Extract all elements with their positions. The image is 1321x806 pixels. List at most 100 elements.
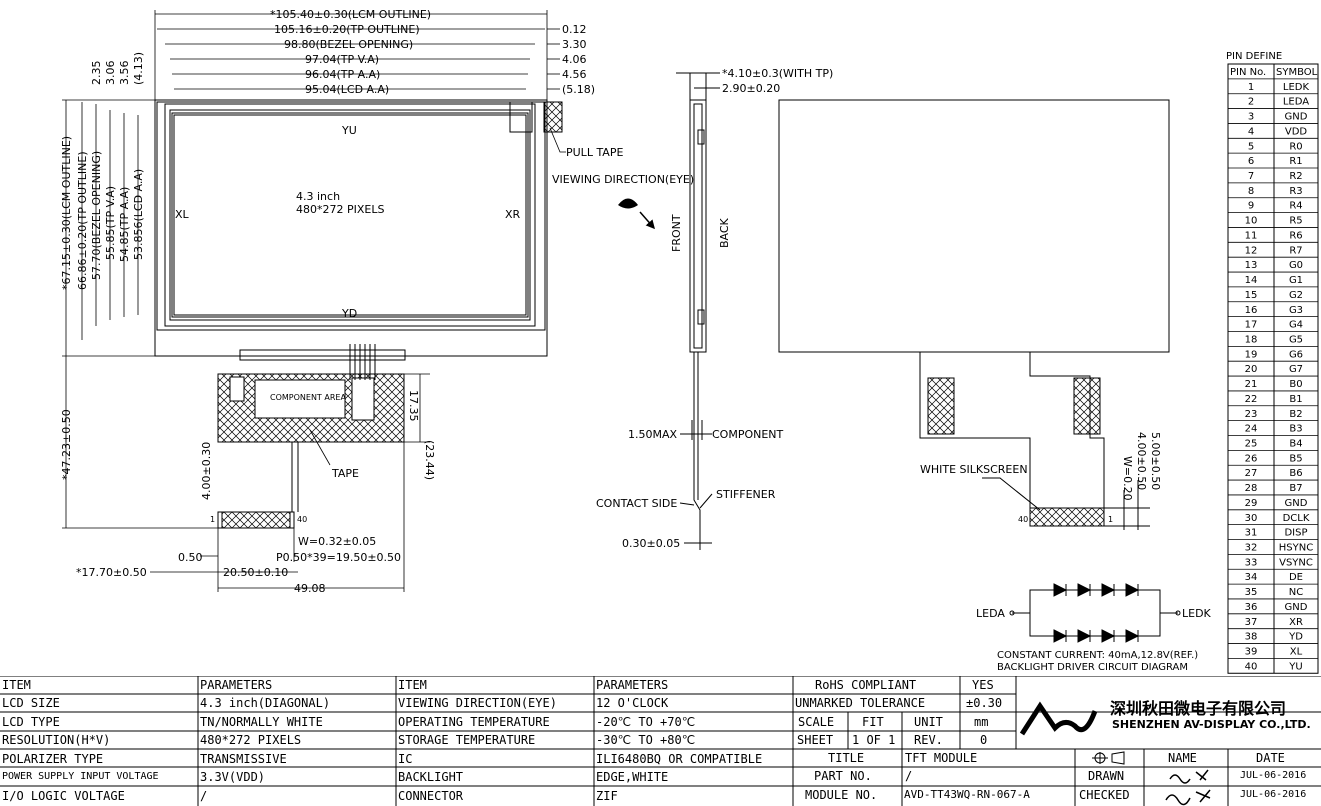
projection-symbol-icon xyxy=(1092,751,1125,765)
pin-number: 33 xyxy=(1245,557,1258,568)
dim-h1735: 17.35 xyxy=(407,390,420,422)
rear-w020: W=0.20 xyxy=(1121,456,1134,501)
pin-number: 14 xyxy=(1245,275,1258,286)
spec-item: LCD TYPE xyxy=(2,714,60,729)
scale-value: FIT xyxy=(862,715,884,729)
pin-table-border xyxy=(1227,63,1319,674)
eye-icon xyxy=(618,198,655,230)
tolerance-value: ±0.30 xyxy=(966,696,1003,710)
pin-number: 28 xyxy=(1245,483,1258,494)
pin-number: 13 xyxy=(1245,260,1258,271)
spec-item: RESOLUTION(H*V) xyxy=(2,733,111,747)
side-t2: 2.90±0.20 xyxy=(722,82,780,95)
company-cn: 深圳秋田微电子有限公司 xyxy=(1110,699,1286,718)
module-value: AVD-TT43WQ-RN-067-A xyxy=(904,788,1030,801)
pin-symbol: R5 xyxy=(1289,216,1302,227)
fpc-pin40: 40 xyxy=(297,515,307,524)
side-back: BACK xyxy=(718,217,731,248)
rear-view xyxy=(778,99,1170,530)
dim-h400: 4.00±0.30 xyxy=(200,442,213,500)
pin-symbol: B4 xyxy=(1289,439,1302,450)
left-dimensions xyxy=(62,99,218,529)
pin-symbol: B3 xyxy=(1289,424,1302,435)
pin-header-symbol: SYMBOL xyxy=(1276,67,1318,78)
fpc-w: W=0.32±0.05 xyxy=(298,535,376,548)
pin-number: 8 xyxy=(1248,186,1254,197)
pin-number: 7 xyxy=(1248,171,1254,182)
dim-v2: 66.86±0.20(TP OUTLINE) xyxy=(76,151,89,290)
front-pixels: 480*272 PIXELS xyxy=(296,203,384,216)
rear-pin1: 1 xyxy=(1108,515,1113,524)
pin-symbol: YD xyxy=(1288,632,1303,643)
circuit-caption: BACKLIGHT DRIVER CIRCUIT DIAGRAM xyxy=(997,662,1188,673)
part-value: / xyxy=(905,769,913,783)
part-label: PART NO. xyxy=(814,769,872,783)
pin-symbol: R2 xyxy=(1289,171,1302,182)
dim-t3: 3.56 xyxy=(118,61,131,86)
rear-pin40: 40 xyxy=(1018,515,1028,524)
spec-parameter: 12 O'CLOCK xyxy=(596,696,669,710)
rev-value: 0 xyxy=(980,733,988,747)
pin-number: 1 xyxy=(1248,82,1254,93)
rear-d400: 4.00±0.50 xyxy=(1135,432,1148,490)
tolerance-label: UNMARKED TOLERANCE xyxy=(795,696,926,710)
spec-item: OPERATING TEMPERATURE xyxy=(398,714,550,729)
pin-symbol: R4 xyxy=(1289,201,1302,212)
pin-symbol: G5 xyxy=(1289,334,1303,345)
spec-h4: PARAMETERS xyxy=(596,678,669,692)
spec-parameter: TRANSMISSIVE xyxy=(200,751,287,766)
pin-symbol: VDD xyxy=(1285,126,1308,137)
title-block-grid xyxy=(0,676,1321,806)
pin-symbol: R1 xyxy=(1289,156,1302,167)
spec-parameter: 480*272 PIXELS xyxy=(200,733,302,747)
pin-symbol: DCLK xyxy=(1283,513,1310,524)
circuit-ledk: LEDK xyxy=(1182,607,1212,620)
dim-v6: 53.856(LCD A.A) xyxy=(132,169,145,260)
pin-symbol: B6 xyxy=(1289,468,1302,479)
drawn-date: JUL-06-2016 xyxy=(1240,770,1307,781)
dim-t1: 2.35 xyxy=(90,61,103,86)
pin-number: 11 xyxy=(1245,230,1258,241)
module-label: MODULE NO. xyxy=(805,788,878,802)
pin-number: 16 xyxy=(1245,305,1258,316)
circuit-leda: LEDA xyxy=(976,607,1005,620)
spec-item: BACKLIGHT xyxy=(398,770,464,784)
front-yu: YU xyxy=(341,124,357,137)
spec-h2: PARAMETERS xyxy=(200,678,273,692)
pin-number: 9 xyxy=(1248,201,1254,212)
spec-parameter: TN/NORMALLY WHITE xyxy=(200,714,323,729)
dim-tp-aa: 96.04(TP A.A) xyxy=(305,68,380,81)
pin-symbol: B1 xyxy=(1289,394,1302,405)
pin-symbol: G4 xyxy=(1289,320,1303,331)
pin-symbol: R6 xyxy=(1289,230,1302,241)
spec-parameter: / xyxy=(200,788,208,803)
dim-lcm-outline: *105.40±0.30(LCM OUTLINE) xyxy=(270,8,431,21)
dim-r1: 0.12 xyxy=(562,23,587,36)
spec-item: STORAGE TEMPERATURE xyxy=(398,733,536,747)
pin-symbol: XL xyxy=(1290,647,1303,658)
front-view xyxy=(154,99,563,529)
side-view xyxy=(676,72,720,550)
pin-symbol: B7 xyxy=(1289,483,1302,494)
spec-h3: ITEM xyxy=(398,678,427,692)
rear-silk: WHITE SILKSCREEN xyxy=(920,463,1028,476)
pin-symbol: B2 xyxy=(1289,409,1302,420)
dim-lcd-aa: 95.04(LCD A.A) xyxy=(305,83,389,96)
pull-tape-label: PULL TAPE xyxy=(566,146,623,159)
dim-tp-va: 97.04(TP V.A) xyxy=(305,53,379,66)
pin-symbol: XR xyxy=(1289,617,1303,628)
pin-number: 21 xyxy=(1245,379,1258,390)
pin-number: 19 xyxy=(1245,349,1258,360)
pin-number: 23 xyxy=(1245,409,1258,420)
pin-number: 27 xyxy=(1245,468,1258,479)
spec-item: I/O LOGIC VOLTAGE xyxy=(2,788,125,803)
title-value: TFT MODULE xyxy=(905,751,978,765)
pin-symbol: G3 xyxy=(1289,305,1303,316)
side-contact: CONTACT SIDE xyxy=(596,497,677,510)
spec-parameter: ILI6480BQ OR COMPATIBLE xyxy=(596,751,763,766)
side-max: 1.50MAX xyxy=(628,428,678,441)
pin-number: 15 xyxy=(1245,290,1258,301)
title-block: 深圳秋田微电子有限公司 SHENZHEN AV-DISPLAY CO.,LTD.… xyxy=(0,676,1321,806)
spec-parameter: ZIF xyxy=(596,788,618,803)
